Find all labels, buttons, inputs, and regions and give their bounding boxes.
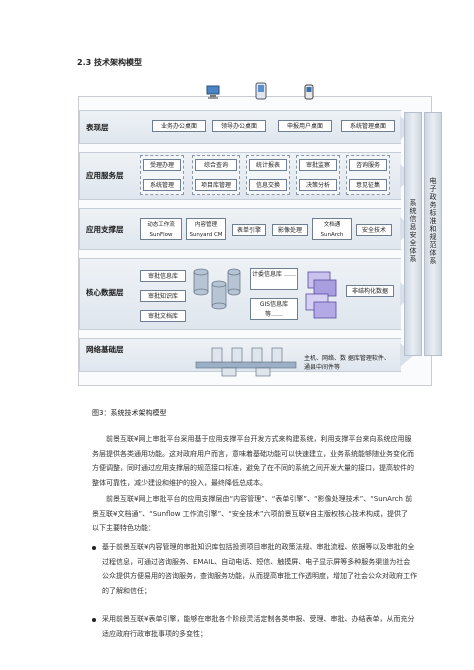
section-heading: 2.3 技术架构模型 — [77, 58, 142, 67]
bullet-dot — [92, 546, 96, 550]
image-processing-box: 影像处理 — [272, 224, 308, 236]
standards-system-label: 电子政务标准和规范体系 — [429, 177, 437, 265]
application-service-box: 统计报表 — [249, 159, 287, 171]
application-service-box: 项目库管理 — [195, 179, 237, 191]
desktop-computer-icon — [205, 84, 221, 100]
application-service-box: 审批监察 — [299, 159, 337, 171]
application-service-box: 咨询服务 — [349, 159, 387, 171]
application-service-box: 受理办理 — [143, 159, 181, 171]
core-data-layer-label: 核心数据层 — [86, 288, 124, 297]
approval-document-db-box: 审批文档库 — [140, 310, 186, 322]
bullet-text: 基于前景互联¥内容管理的审批知识库包括投资项目审批的政策法规、审批流程、依据等以… — [102, 543, 417, 595]
network-layer-note: 主机、网络、数 据库管理软件、 通县中间件等 — [304, 355, 390, 371]
application-service-box: 综合查询 — [195, 159, 237, 171]
security-system-label: 系统信息安全体系 — [409, 199, 417, 263]
application-service-box: 意见征集 — [349, 179, 387, 191]
form-engine-box: 表单引擎 — [232, 224, 266, 236]
feature-bullet: 基于前景互联¥内容管理的审批知识库包括投资项目审批的政策法规、审批流程、依据等以… — [92, 540, 417, 612]
body-paragraph: 前景互联¥网上审批平台采用基于应用支撑平台开发方式来构建系统，利用支撑平台来向系… — [92, 435, 414, 487]
document-system-box: 文档通 SunArch — [312, 218, 352, 240]
database-cylinders-icon — [190, 266, 244, 324]
content-management-box: 内容管理 Sunyard CM — [186, 218, 226, 240]
pda-device-icon — [254, 82, 268, 100]
standards-system-bar: 电子政务标准和规范体系 — [424, 112, 442, 356]
approval-info-db-box: 审批信息库 — [140, 270, 186, 282]
application-service-box: 系统管理 — [143, 179, 181, 191]
application-layer-label: 应用服务层 — [86, 171, 124, 180]
application-service-box: 决策分析 — [299, 179, 337, 191]
support-layer-label: 应用支撑层 — [86, 225, 124, 234]
feature-bullet: 采用前景互联¥表单引擎，能够在审批各个阶段灵活定制各类申报、受理、审批、办结表单… — [92, 612, 417, 642]
bullet-text: 采用前景互联¥表单引擎，能够在审批各个阶段灵活定制各类申报、受理、审批、办结表单… — [102, 615, 415, 638]
approval-knowledge-db-box: 审批知识库 — [140, 290, 186, 302]
applicant-desktop-box: 申报用户桌面 — [278, 120, 332, 132]
support-layer-band — [79, 208, 401, 250]
gis-info-db-box: GIS信息库 等…… — [250, 298, 298, 320]
mobile-phone-icon — [303, 84, 315, 100]
document-stack-icon — [302, 266, 342, 324]
business-office-desktop-box: 业务办公桌面 — [152, 120, 206, 132]
workflow-engine-box: 动态工作流 SunFlow — [140, 218, 182, 240]
figure-caption: 图3：系统技术架构模型 — [92, 409, 167, 417]
server-network-icon — [192, 346, 302, 380]
leader-office-desktop-box: 领导办公桌面 — [212, 120, 266, 132]
application-service-box: 信息交换 — [249, 179, 287, 191]
body-paragraph: 前景互联¥网上审批平台的应用支撑层由“内容管理”、“表单引擎”、“影像处理技术”… — [92, 495, 413, 532]
presentation-layer-label: 表现层 — [86, 123, 109, 132]
unstructured-data-box: 非结构化数据 — [346, 285, 394, 297]
security-system-bar: 系统信息安全体系 — [404, 112, 422, 356]
system-admin-desktop-box: 系统管理桌面 — [341, 120, 395, 132]
network-layer-label: 网络基础层 — [86, 345, 124, 354]
planning-info-db-box: 计委信息库 …… — [250, 268, 298, 290]
bullet-dot — [92, 618, 96, 622]
security-technology-box: 安全技术 — [356, 224, 392, 236]
